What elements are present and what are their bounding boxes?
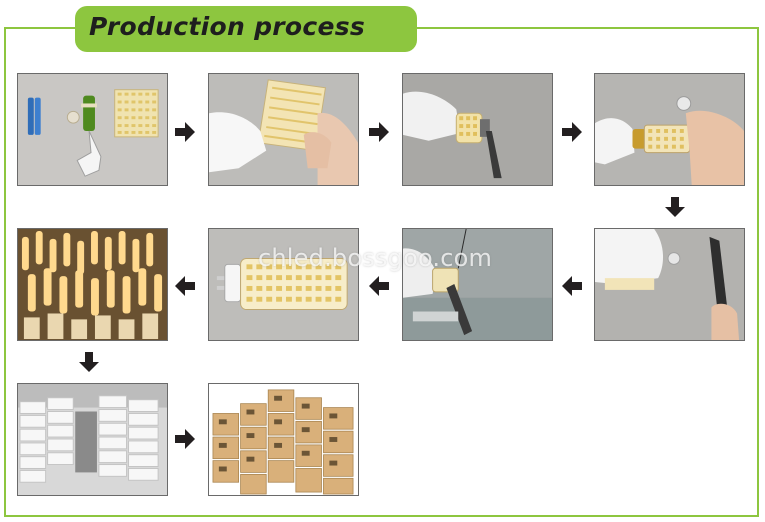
arrow-left-icon bbox=[561, 275, 583, 297]
step-photo-led-board bbox=[208, 73, 359, 186]
step-photo-components bbox=[17, 73, 168, 186]
arrow-left-icon bbox=[174, 275, 196, 297]
arrow-right-icon bbox=[561, 121, 583, 143]
watermark: chled.bossgoo.com bbox=[258, 244, 493, 272]
arrow-left-icon bbox=[368, 275, 390, 297]
arrow-right-icon bbox=[368, 121, 390, 143]
step-photo-shipping-cartons bbox=[208, 383, 359, 496]
arrow-right-icon bbox=[174, 428, 196, 450]
step-photo-fitting-base bbox=[594, 73, 745, 186]
arrow-down-icon bbox=[78, 351, 100, 373]
title-tab: Production process bbox=[75, 6, 417, 52]
arrow-right-icon bbox=[174, 121, 196, 143]
page-title: Production process bbox=[89, 12, 366, 41]
step-photo-aging-test bbox=[17, 228, 168, 341]
arrow-down-icon bbox=[664, 196, 686, 218]
step-photo-soldering-wires bbox=[594, 228, 745, 341]
step-photo-finished-lamp bbox=[208, 228, 359, 341]
step-photo-packaging bbox=[17, 383, 168, 496]
step-photo-soldering-board bbox=[402, 73, 553, 186]
step-photo-soldering-pcb bbox=[402, 228, 553, 341]
